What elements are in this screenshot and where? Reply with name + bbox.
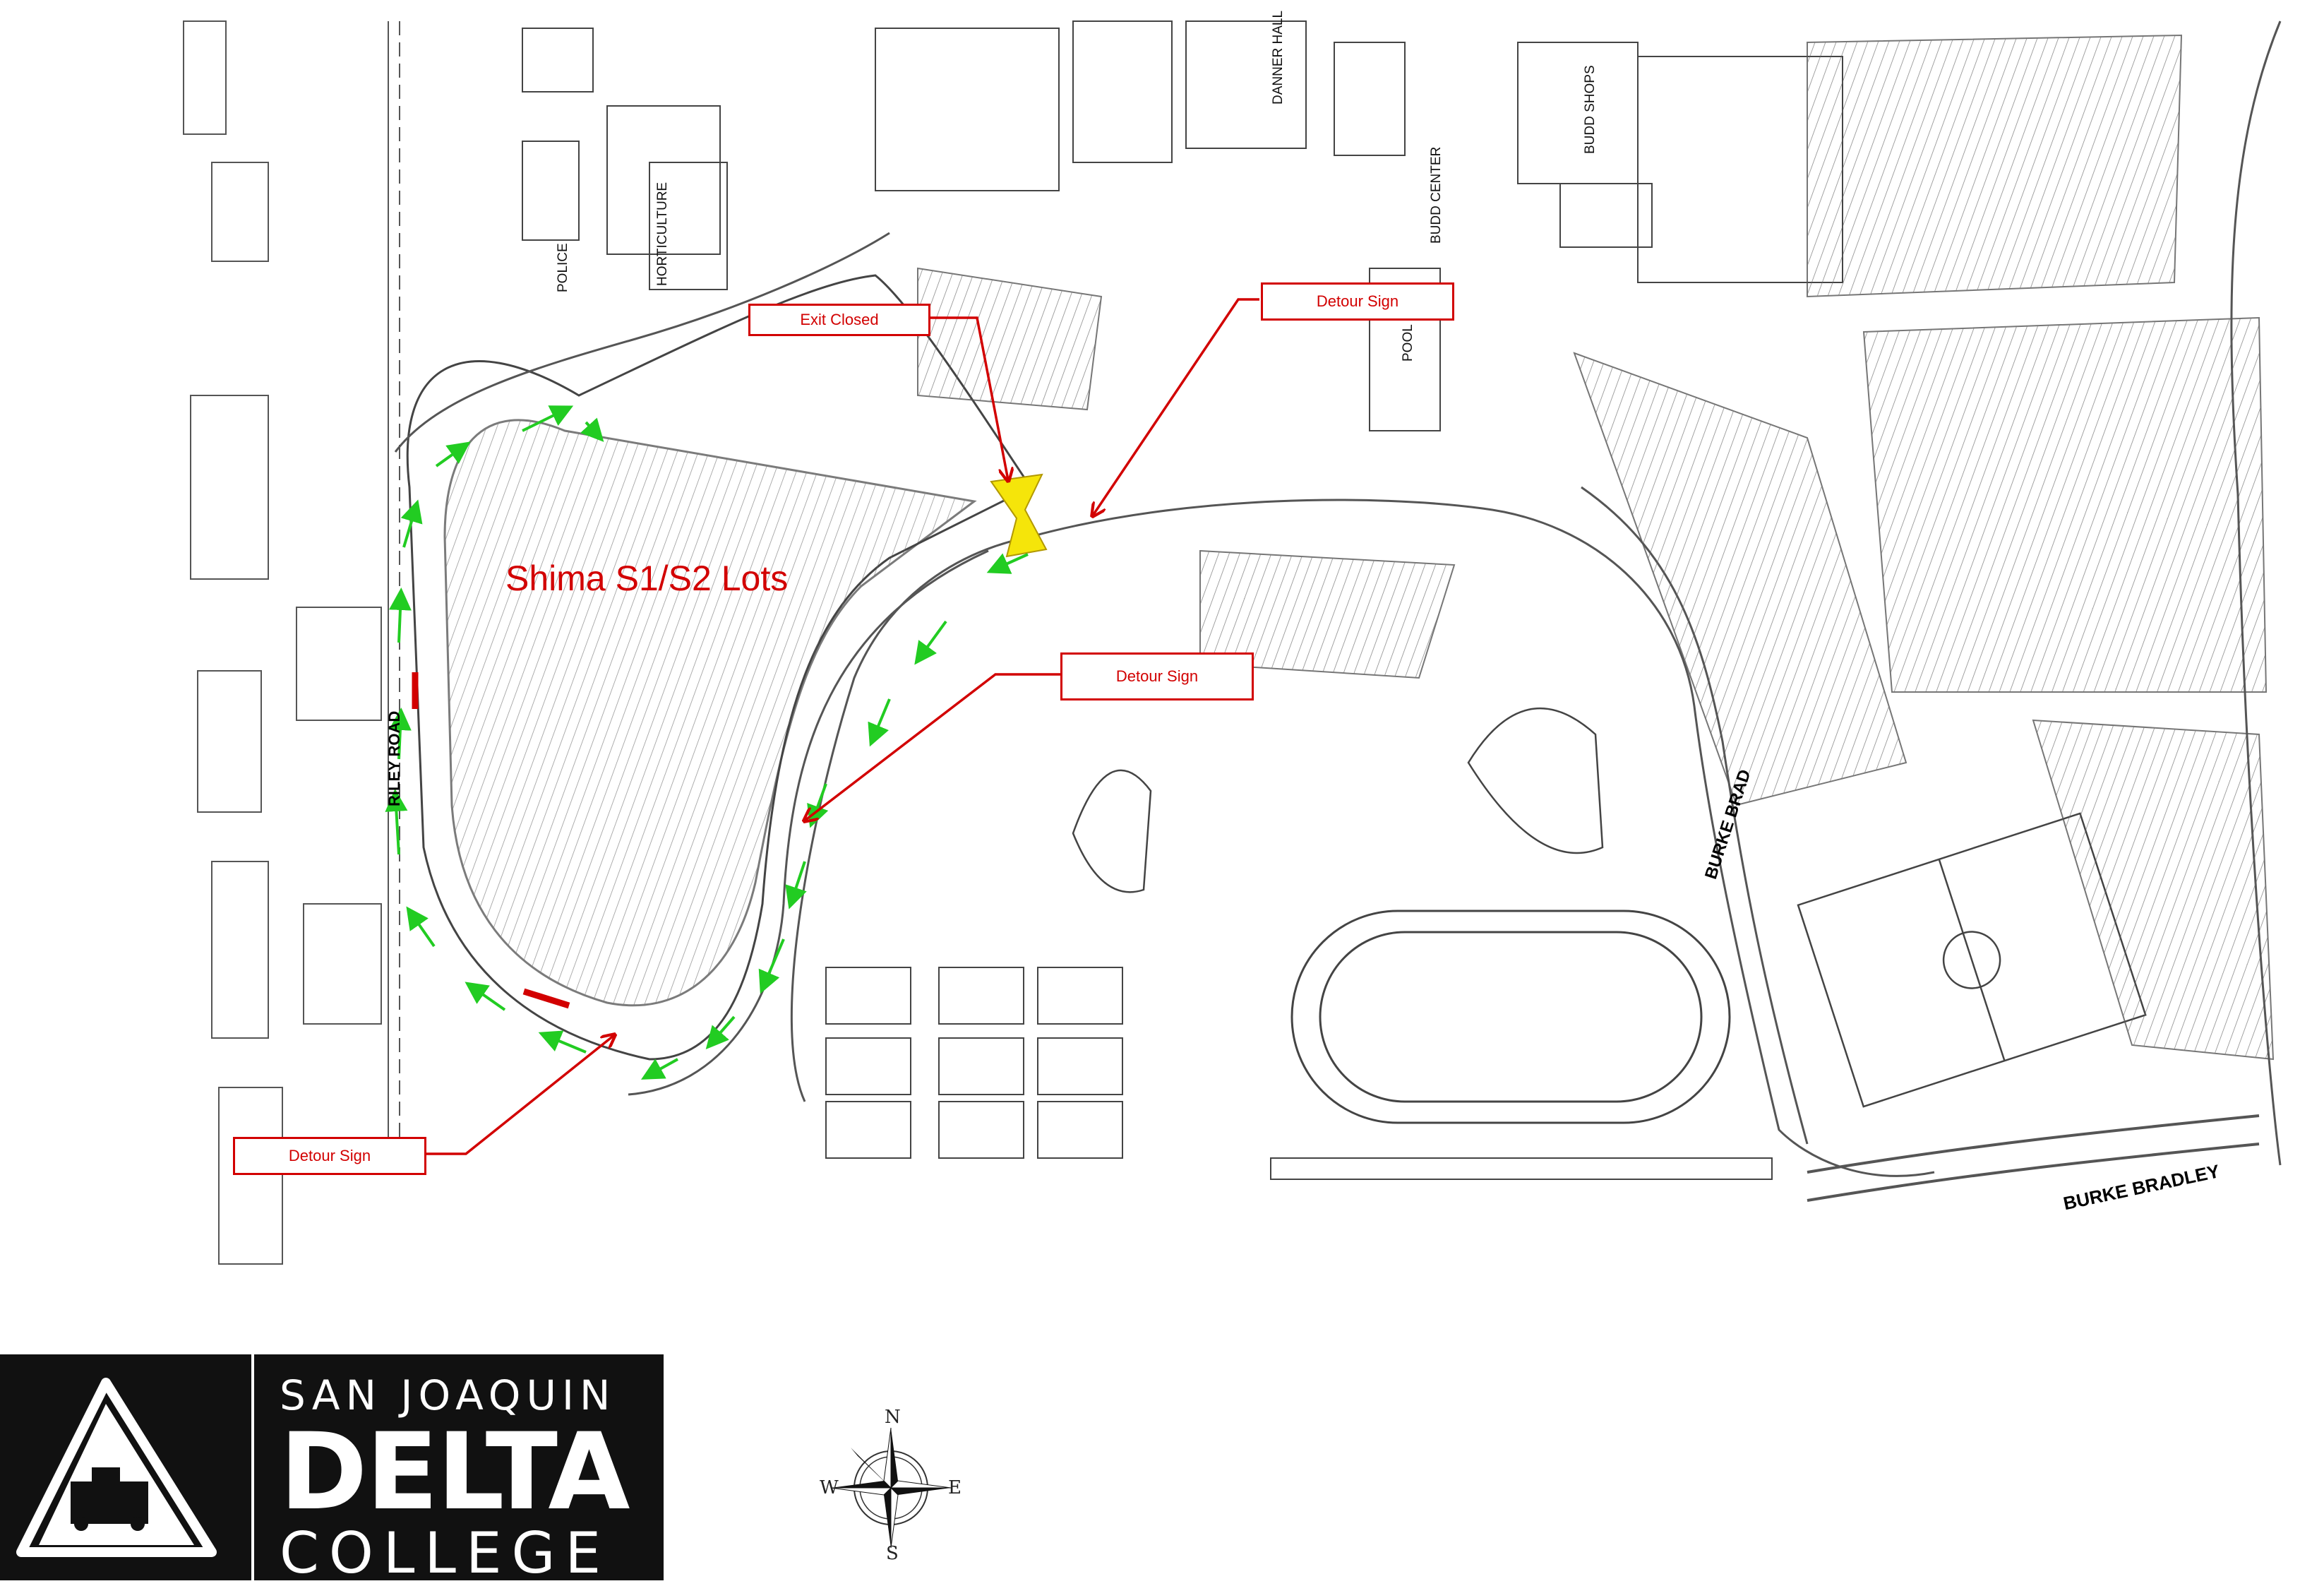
detour-sign-callout-bottom: Detour Sign <box>233 1137 426 1175</box>
north-buildings <box>522 20 1843 431</box>
compass-w-label: W <box>820 1477 839 1498</box>
exit-closed-callout-text: Exit Closed <box>800 311 879 328</box>
east-lots <box>917 34 2275 1061</box>
detour-sign-callout-top: Detour Sign <box>1261 282 1454 321</box>
college-logo: SAN JOAQUIN DELTA COLLEGE <box>0 1354 664 1586</box>
west-buildings <box>183 20 400 1265</box>
horticulture-label: HORTICULTURE <box>655 181 670 286</box>
baseball-fields <box>1072 708 1604 893</box>
detour-sign-top-text: Detour Sign <box>1316 292 1399 310</box>
exit-closure-marker <box>990 473 1048 558</box>
compass-star-icon <box>830 1427 952 1549</box>
wordmark-line1: SAN JOAQUIN <box>280 1371 616 1419</box>
compass-s-label: S <box>886 1543 899 1564</box>
detour-sign-middle-text: Detour Sign <box>1115 667 1199 685</box>
shima-lot-title: Shima S1/S2 Lots <box>505 559 789 598</box>
budd-shops-label: BUDD SHOPS <box>1583 65 1598 154</box>
police-label: POLICE <box>556 243 570 292</box>
compass-rose: N S E W <box>815 1407 967 1564</box>
exit-closed-callout: Exit Closed <box>748 304 930 336</box>
pool-label: POOL <box>1401 324 1415 362</box>
wordmark-line3: COLLEGE <box>280 1520 611 1586</box>
courts <box>825 967 1123 1159</box>
barricades <box>412 672 570 1009</box>
detour-sign-callout-middle: Detour Sign <box>1060 652 1254 700</box>
callout-leaders <box>422 298 1259 1155</box>
campus-roads <box>394 20 2282 1202</box>
detour-sign-bottom-text: Detour Sign <box>288 1147 371 1164</box>
shima-lot <box>406 274 1033 1061</box>
stadium-track <box>1270 910 1773 1180</box>
college-wordmark: SAN JOAQUIN DELTA COLLEGE <box>280 1371 630 1586</box>
wordmark-line2: DELTA <box>280 1411 630 1534</box>
compass-e-label: E <box>948 1477 962 1498</box>
delta-triangle-emblem <box>16 1378 217 1557</box>
compass-n-label: N <box>885 1407 901 1428</box>
danner-hall-label: DANNER HALL <box>1271 10 1286 105</box>
riley-road-label: RILEY ROAD <box>385 710 403 806</box>
budd-center-label: BUDD CENTER <box>1429 146 1444 244</box>
